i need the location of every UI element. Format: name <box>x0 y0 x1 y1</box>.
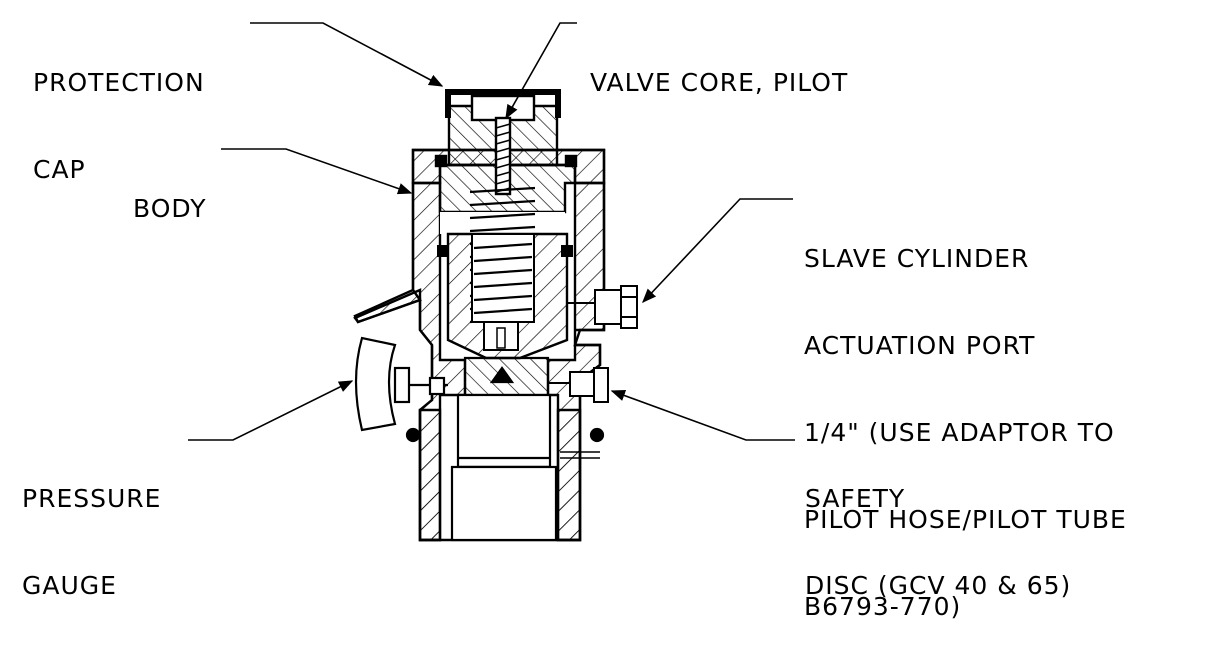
oring-mid-right <box>561 245 573 257</box>
lower-bore <box>456 393 552 469</box>
piston-bore <box>471 233 535 323</box>
label-line: ACTUATION PORT <box>804 331 1036 360</box>
leader-valve-core <box>505 22 577 120</box>
oring-base-right <box>589 427 605 443</box>
leader-pressure-gauge <box>188 380 354 441</box>
label-body: BODY <box>133 136 207 252</box>
pressure-gauge <box>354 336 448 432</box>
leader-protection-cap <box>250 22 444 87</box>
label-line: SAFETY <box>805 484 906 513</box>
label-protection-cap: PROTECTION CAP <box>33 10 205 213</box>
leader-safety-disc <box>610 390 795 441</box>
protection-cap <box>445 89 561 118</box>
safety-disc-cap <box>593 367 609 403</box>
seat-cone <box>489 366 515 384</box>
seat-assembly <box>405 356 605 542</box>
oring-top-right <box>564 154 578 168</box>
oring-base-left <box>405 427 421 443</box>
oring-mid-left <box>437 245 449 257</box>
oring-top-left <box>434 154 448 168</box>
label-line: PRESSURE <box>22 484 162 513</box>
label-safety-disc: SAFETY DISC (GCV 40 & 65) <box>805 426 1071 629</box>
label-line: CAP <box>33 155 86 184</box>
base-ring <box>560 451 600 459</box>
bonnet <box>434 89 578 214</box>
label-line: BODY <box>133 194 207 223</box>
body-outline <box>353 148 606 542</box>
label-line: VALVE CORE, PILOT <box>590 68 849 97</box>
label-line: GAUGE <box>22 571 117 600</box>
label-line: 1/4" (USE ADAPTOR TO <box>804 418 1115 447</box>
gauge-dial <box>354 336 397 432</box>
body-base <box>418 408 442 542</box>
leader-lines <box>188 22 795 441</box>
label-line: SLAVE CYLINDER <box>804 244 1030 273</box>
leader-actuation-port <box>642 198 793 304</box>
safety-disc-hex <box>569 371 595 397</box>
bonnet-recess <box>470 94 536 122</box>
pilot-stem-slot <box>496 327 506 349</box>
label-line: PILOT HOSE/PILOT TUBE <box>804 505 1127 534</box>
spring-chamber <box>437 186 573 360</box>
actuation-fitting-nut <box>620 285 638 329</box>
label-line: DISC (GCV 40 & 65) <box>805 571 1072 600</box>
valve-cross-section-diagram <box>188 22 795 542</box>
actuation-fitting-hex <box>594 289 622 325</box>
label-pressure-gauge: PRESSURE GAUGE <box>22 426 161 629</box>
label-valve-core: VALVE CORE, PILOT <box>590 10 848 126</box>
label-line: PROTECTION <box>33 68 205 97</box>
leader-body <box>221 148 413 195</box>
piston-spring-coils <box>473 242 533 315</box>
safety-disc-fitting <box>548 367 609 403</box>
outlet-bore <box>450 465 558 542</box>
gauge-stem <box>393 366 411 404</box>
body-base-right <box>556 408 582 542</box>
gauge-fitting <box>428 376 446 396</box>
label-slave-cylinder: SLAVE CYLINDER ACTUATION PORT 1/4" (USE … <box>804 186 1127 650</box>
actuation-port-fitting <box>567 285 638 329</box>
